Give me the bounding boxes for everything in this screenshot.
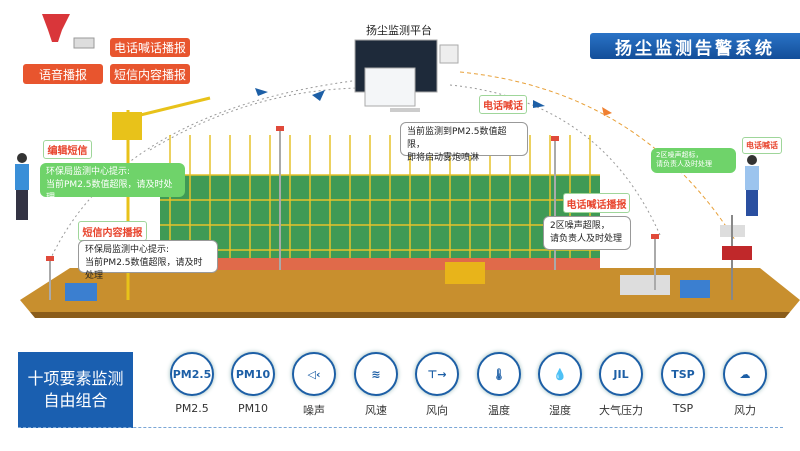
sms-bubble-green-right: 2区噪声超标，请负责人及时处理 [651,148,736,173]
divider [18,427,783,428]
fog-cannon [680,280,710,298]
arrow-icon [312,90,325,101]
noise-icon: ◁‹ [292,352,336,396]
bubble-line: 2区噪声超限， [550,221,610,231]
edit-sms-label: 编辑短信 [43,140,92,159]
sms-content-label: 短信内容播报 [78,221,147,241]
phone-call-broadcast-label: 电话喊话播报 [563,193,630,213]
pressure-icon: JIL [599,352,643,396]
title-banner: 扬尘监测告警系统 [590,33,800,59]
elements-heading: 十项要素监测自由组合 [18,352,133,428]
bubble-line: 环保局监测中心提示: [46,167,131,177]
fog-cannon [65,283,97,301]
element-label: TSP [672,402,694,415]
right-bubble: 2区噪声超限， 请负责人及时处理 [543,216,631,250]
element-label: 风速 [365,404,387,417]
signal-arcs [15,14,800,318]
bubble-line: 即将启动雾炮喷淋 [407,153,480,163]
bubble-line: 请负责人及时处理 [550,234,623,244]
bubble-line: 请负责人及时处理 [656,160,712,168]
led-display [722,246,752,260]
humidity-icon: 💧 [538,352,582,396]
heading-line: 自由组合 [43,391,108,410]
arrow-icon [602,107,612,116]
pm10-icon: PM10 [231,352,275,396]
wind-speed-icon: ≋ [354,352,398,396]
tsp-icon: TSP [661,352,705,396]
arrow-icon [255,88,268,96]
phone-call-label-right: 电话喊话 [742,137,782,154]
person-right [745,155,759,216]
bubble-line: 环保局监测中心提示: [85,245,170,255]
element-label: 温度 [488,404,510,417]
arrow-icon [533,100,545,108]
element-label: 噪声 [303,404,325,417]
element-label: 大气压力 [599,404,643,417]
element-label: PM10 [237,402,269,415]
platform-label: 扬尘监测平台 [366,24,432,37]
center-bubble: 当前监测到PM2.5数值超限， 即将启动雾炮喷淋 [400,122,528,163]
person-left [15,153,29,220]
sms-broadcast-badge: 短信内容播报 [110,64,190,84]
building-scaffold [160,175,600,270]
phone-broadcast-badge: 电话喊话播报 [110,38,190,57]
pm25-icon: PM2.5 [170,352,214,396]
sms-bubble-green: 环保局监测中心提示: 当前PM2.5数值超限，请及时处理 [40,163,185,203]
element-label: PM2.5 [175,402,209,415]
voice-broadcast-badge: 语音播报 [23,64,103,84]
bubble-line: 当前PM2.5数值超限，请及时处理 [85,258,203,281]
truck [620,275,670,295]
temperature-icon: 🌡 [477,352,521,396]
element-label: 风力 [734,404,756,417]
sms-bubble-white: 环保局监测中心提示: 当前PM2.5数值超限，请及时处理 [78,240,218,281]
element-label: 风向 [426,404,448,417]
bubble-line: 2区噪声超标， [656,151,703,159]
site-ground [20,268,800,312]
excavator [445,262,485,284]
bubble-line: 当前监测到PM2.5数值超限， [407,127,507,150]
heading-line: 十项要素监测 [27,369,124,388]
siren-icon [42,14,70,42]
wind-direction-icon: ⊤→ [415,352,459,396]
wind-force-icon: ☁ [723,352,767,396]
bubble-line: 当前PM2.5数值超限，请及时处理 [46,180,173,203]
phone-call-label: 电话喊话 [479,95,527,114]
element-label: 湿度 [549,404,571,417]
